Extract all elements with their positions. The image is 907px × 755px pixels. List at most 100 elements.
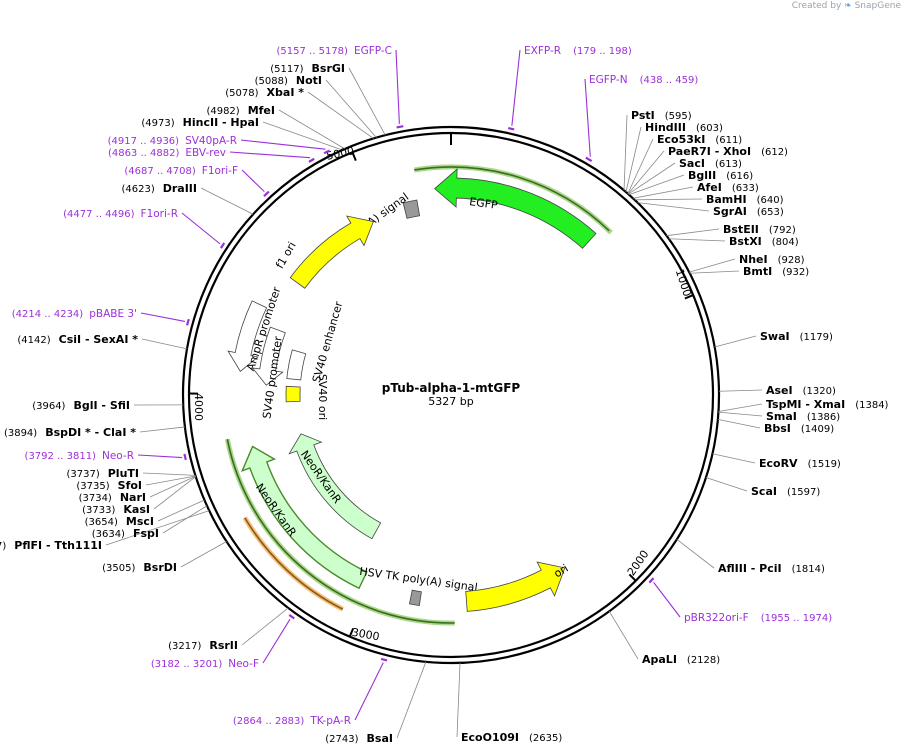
enzyme-label: (3654)MscI	[85, 515, 154, 528]
enzyme-site-pluti[interactable]: (3737)PluTI	[66, 467, 139, 480]
feature-hsv-tk-polya[interactable]: HSV TK poly(A) signal	[359, 565, 479, 607]
enzyme-site-hincii[interactable]: (4973)HincII - HpaI	[141, 116, 259, 129]
primer-name: F1ori-R	[141, 208, 178, 220]
enzyme-site-hindiii[interactable]: HindIII(603)	[645, 121, 723, 134]
enzyme-site-ecoo109i[interactable]: EcoO109I(2635)	[461, 731, 562, 744]
enzyme-site-bspdi[interactable]: (3894)BspDI * - ClaI *	[4, 426, 136, 439]
brand-name: SnapGene	[854, 1, 901, 11]
feature-ori[interactable]: ori	[465, 561, 571, 612]
enzyme-site-kasi[interactable]: (3733)KasI	[82, 503, 150, 516]
primer-neo-r[interactable]: (3792 .. 3811)Neo-R	[25, 450, 187, 462]
enzyme-site-mfei[interactable]: (4982)MfeI	[206, 104, 275, 117]
feature-label: SV40 ori	[316, 374, 329, 420]
primer-name: EGFP-C	[354, 45, 392, 57]
enzyme-site-rsrii[interactable]: (3217)RsrII	[168, 639, 238, 652]
enzyme-site-fspi[interactable]: (3634)FspI	[92, 527, 159, 540]
enzyme-site-ecorv[interactable]: EcoRV(1519)	[759, 457, 841, 470]
feature-sv40-enhancer[interactable]: SV40 enhancer	[286, 300, 346, 385]
enzyme-name: AseI	[766, 384, 793, 397]
primer-exfp-r[interactable]: EXFP-R(179 .. 198)	[507, 45, 632, 131]
primer-neo-f[interactable]: (3182 .. 3201)Neo-F	[151, 614, 295, 670]
primer-egfp-c[interactable]: (5157 .. 5178)EGFP-C	[277, 45, 404, 129]
primer-f1ori-f[interactable]: (4687 .. 4708)F1ori-F	[124, 165, 270, 197]
enzyme-alias: - SfiI	[98, 399, 130, 412]
feature-f1-ori[interactable]: f1 ori	[273, 215, 374, 289]
enzyme-site-tspmi[interactable]: TspMI - XmaI(1384)	[766, 398, 889, 411]
enzyme-site-bsrdi[interactable]: (3505)BsrDI	[102, 561, 177, 574]
primer-range: (1955 .. 1974)	[761, 613, 833, 624]
primer-pbr322ori-f[interactable]: pBR322ori-F(1955 .. 1974)	[648, 577, 833, 624]
enzyme-position: (3894)	[4, 428, 37, 439]
enzyme-name: SfoI	[118, 479, 142, 492]
enzyme-site-bmti[interactable]: BmtI(932)	[743, 265, 809, 278]
enzyme-site-bsai[interactable]: (2743)BsaI	[325, 732, 393, 745]
enzyme-label: ScaI(1597)	[751, 485, 820, 498]
primer-ebv-rev[interactable]: (4863 .. 4882)EBV-rev	[108, 147, 315, 163]
primer-sv40pa-r[interactable]: (4917 .. 4936)SV40pA-R	[108, 135, 331, 155]
enzyme-site-bglii[interactable]: BglII(616)	[688, 169, 753, 182]
enzyme-site-afei[interactable]: AfeI(633)	[697, 181, 759, 194]
feature-egfp[interactable]: EGFP	[413, 164, 613, 249]
feature-track	[226, 439, 455, 624]
primer-egfp-n[interactable]: EGFP-N(438 .. 459)	[584, 74, 698, 162]
enzyme-site-draiii[interactable]: (4623)DraIII	[121, 182, 197, 195]
enzyme-position: (3634)	[92, 529, 125, 540]
primer-name: F1ori-F	[202, 165, 238, 177]
enzyme-site-eco53ki[interactable]: Eco53kI(611)	[657, 133, 742, 146]
primer-leader-line	[584, 78, 591, 157]
enzyme-site-scai[interactable]: ScaI(1597)	[751, 485, 820, 498]
enzyme-label: (5117)BsrGI	[270, 62, 345, 75]
primer-pbabe-3[interactable]: (4214 .. 4234)pBABE 3'	[12, 308, 190, 326]
enzyme-site-smai[interactable]: SmaI(1386)	[766, 410, 840, 423]
enzyme-site-bamhi[interactable]: BamHI(640)	[706, 193, 784, 206]
enzyme-name: BamHI	[706, 193, 747, 206]
enzyme-site-bstxi[interactable]: BstXI(804)	[729, 235, 799, 248]
enzyme-site-nhei[interactable]: NheI(928)	[739, 253, 805, 266]
enzyme-site-psti[interactable]: PstI(595)	[631, 109, 692, 122]
enzyme-site-saci[interactable]: SacI(613)	[679, 157, 742, 170]
enzyme-site-sgrai[interactable]: SgrAI(653)	[713, 205, 784, 218]
enzyme-site-swai[interactable]: SwaI(1179)	[760, 330, 833, 343]
enzyme-site-paer7i[interactable]: PaeR7I - XhoI(612)	[668, 145, 788, 158]
enzyme-site-csii[interactable]: (4142)CsiI - SexAI *	[17, 333, 138, 346]
enzyme-site-bsteii[interactable]: BstEII(792)	[723, 223, 796, 236]
enzyme-leader-line	[200, 187, 254, 215]
feature-neor-kanr-track[interactable]	[224, 438, 455, 626]
primer-leader-line	[137, 454, 183, 459]
enzyme-site-nari[interactable]: (3734)NarI	[79, 491, 146, 504]
enzyme-site-afliii[interactable]: AflIII - PciI(1814)	[718, 562, 825, 575]
enzyme-position: (5117)	[270, 64, 303, 75]
feature-sv40-ori[interactable]: SV40 ori	[285, 374, 329, 420]
enzyme-leader-line	[325, 79, 377, 138]
enzyme-site-bsrgi[interactable]: (5117)BsrGI	[270, 62, 345, 75]
enzyme-site-apali[interactable]: ApaLI(2128)	[642, 653, 720, 666]
primer-leader-line	[229, 151, 311, 159]
primer-f1ori-r[interactable]: (4477 .. 4496)F1ori-R	[63, 208, 226, 249]
enzyme-name: CsiI	[59, 333, 81, 346]
enzyme-site-msci[interactable]: (3654)MscI	[85, 515, 154, 528]
enzyme-label: EcoO109I(2635)	[461, 731, 562, 744]
primer-tk-pa-r[interactable]: (2864 .. 2883)TK-pA-R	[233, 657, 388, 727]
enzyme-name: DraIII	[163, 182, 197, 195]
enzyme-site-xbai[interactable]: (5078)XbaI *	[225, 86, 304, 99]
enzyme-name: HincII	[183, 116, 219, 129]
enzyme-name: SmaI	[766, 410, 797, 423]
primer-leader-line	[262, 618, 291, 664]
enzyme-name: EcoO109I	[461, 731, 519, 744]
enzyme-site-bgli[interactable]: (3964)BglI - SfiI	[32, 399, 130, 412]
enzyme-site-noti[interactable]: (5088)NotI	[255, 74, 322, 87]
enzyme-leader-line	[396, 661, 427, 739]
enzyme-label: (3735)SfoI	[76, 479, 142, 492]
enzyme-site-asei[interactable]: AseI(1320)	[766, 384, 836, 397]
feature-label: HSV TK poly(A) signal	[359, 565, 479, 594]
feature-neor-kanr-orange[interactable]	[242, 516, 344, 612]
primer-name: EBV-rev	[185, 147, 226, 159]
enzyme-site-pflfi[interactable]: (3617)PflFI - Tth111I	[0, 539, 102, 552]
enzyme-site-sfoi[interactable]: (3735)SfoI	[76, 479, 142, 492]
enzyme-site-bbsi[interactable]: BbsI(1409)	[764, 422, 834, 435]
primer-range: (2864 .. 2883)	[233, 716, 305, 727]
feature-arrow	[227, 300, 268, 372]
primer-name: pBABE 3'	[89, 308, 137, 320]
enzyme-position: (1814)	[792, 564, 825, 575]
